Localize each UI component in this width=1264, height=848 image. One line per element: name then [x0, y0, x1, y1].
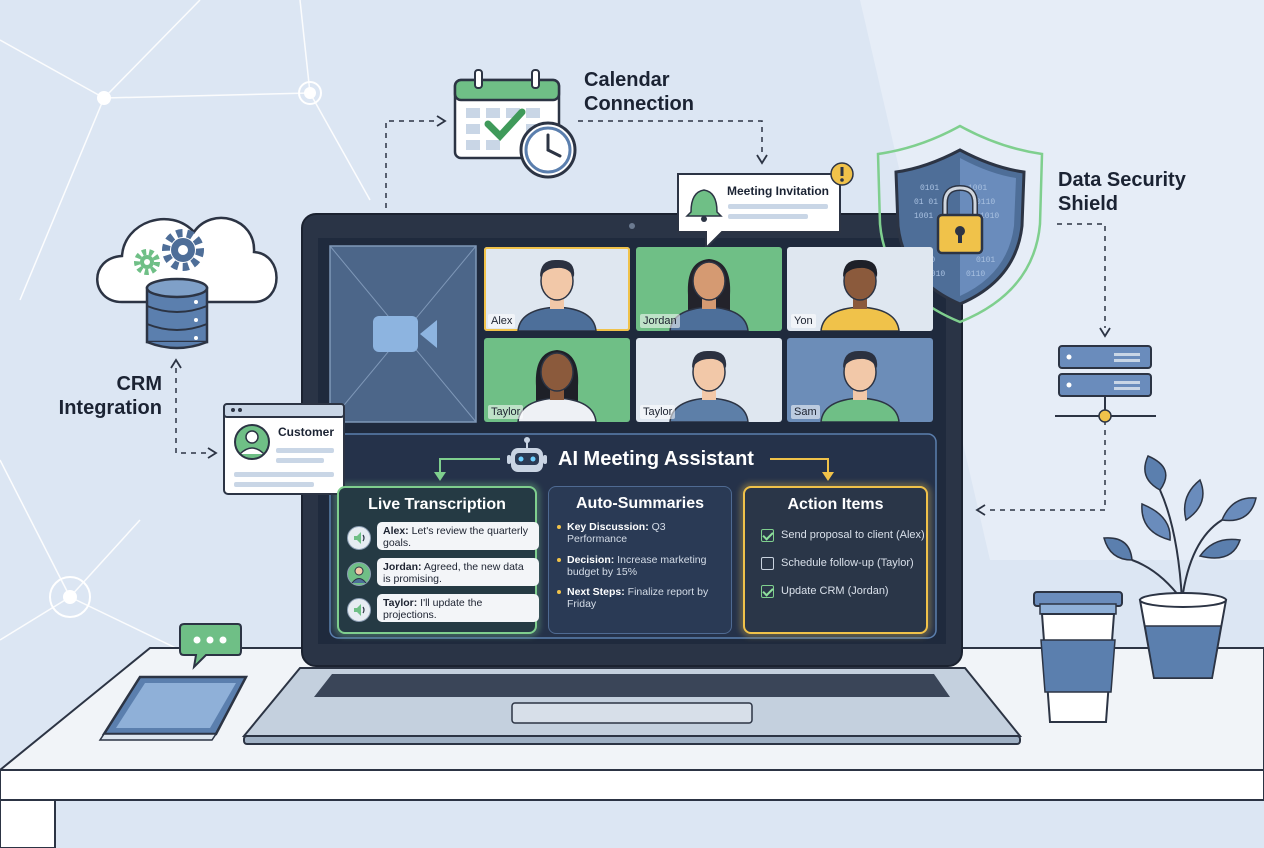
action-items-panel: Action Items Send proposal to client (Al… — [743, 486, 928, 634]
transcript-line: Jordan: Agreed, the new data is promisin… — [377, 558, 539, 586]
plant-icon — [1103, 455, 1257, 679]
transcript-speaker: Taylor: — [383, 597, 418, 609]
padlock-icon — [936, 184, 984, 255]
transcript-text: Let's review the quarterly goals. — [383, 525, 528, 549]
database-icon — [145, 277, 209, 350]
laptop-keyboard — [314, 674, 950, 697]
transcript-line: Taylor: I'll update the projections. — [377, 594, 539, 622]
tablet-icon — [98, 675, 249, 741]
video-tile[interactable]: Alex — [484, 247, 630, 331]
svg-text:01 01: 01 01 — [914, 198, 938, 207]
participant-avatar — [669, 350, 749, 422]
meeting-invitation-title: Meeting Invitation — [727, 184, 829, 198]
desk-front — [0, 769, 1264, 801]
participant-name: Taylor — [488, 405, 524, 419]
network-lines — [0, 0, 371, 651]
assistant-title: AI Meeting Assistant — [558, 448, 754, 470]
video-tile[interactable]: Taylor — [636, 338, 782, 422]
security-label-line-2: Shield — [1058, 193, 1119, 215]
summary-item: Decision: Increase marketing budget by 1… — [567, 554, 727, 578]
summary-label: Next Steps: — [567, 586, 625, 598]
robot-icon — [507, 437, 547, 472]
calendar-connection-label: Calendar Connection — [584, 68, 694, 116]
laptop-trackpad — [511, 702, 753, 724]
svg-text:1010: 1010 — [980, 212, 999, 221]
transcript-text: Agreed, the new data is promising. — [383, 561, 524, 585]
action-item: Send proposal to client (Alex) — [781, 529, 925, 541]
calendar-label-line-2: Connection — [584, 93, 694, 115]
participant-name: Jordan — [640, 314, 680, 328]
server-icon — [1055, 345, 1156, 423]
crm-label-line-2: Integration — [58, 397, 162, 419]
summary-item: Next Steps: Finalize report by Friday — [567, 586, 727, 610]
action-item: Schedule follow-up (Taylor) — [781, 557, 914, 569]
participant-name: Alex — [488, 314, 516, 328]
participant-avatar — [820, 259, 900, 331]
clock-icon — [519, 121, 577, 179]
summary-label: Decision: — [567, 554, 615, 566]
summary-text: Increase marketing budget by 15% — [567, 554, 707, 578]
bullet — [557, 590, 561, 594]
dashed-connectors — [175, 120, 1106, 511]
video-tile[interactable]: Sam — [787, 338, 933, 422]
bell-icon — [685, 189, 723, 217]
gear-icon — [134, 229, 204, 275]
participant-avatar — [517, 350, 597, 422]
video-tile[interactable]: Jordan — [636, 247, 782, 331]
auto-summaries-panel: Auto-Summaries Key Discussion: Q3 Perfor… — [548, 486, 732, 634]
participant-avatar — [820, 350, 900, 422]
svg-text:0110: 0110 — [966, 270, 985, 279]
coffee-cup-icon — [1033, 591, 1123, 723]
bullet — [557, 558, 561, 562]
svg-text:0101: 0101 — [976, 256, 995, 265]
video-tile[interactable]: Yon — [787, 247, 933, 331]
crm-integration-label: CRM Integration — [56, 372, 162, 420]
action-items-title: Action Items — [787, 496, 884, 513]
transcript-speaker: Jordan: — [383, 561, 422, 573]
svg-text:0101: 0101 — [920, 184, 939, 193]
participant-name: Taylor — [640, 405, 676, 419]
action-checkbox[interactable] — [761, 557, 774, 570]
bullet — [557, 525, 561, 529]
action-checkbox[interactable] — [761, 585, 774, 598]
participant-name: Yon — [791, 314, 816, 328]
data-security-label: Data Security Shield — [1058, 168, 1186, 216]
participant-avatar — [517, 259, 597, 331]
speaker-icon — [347, 526, 371, 550]
transcript-speaker: Alex: — [383, 525, 409, 537]
svg-text:0110: 0110 — [976, 198, 995, 207]
chat-bubble-icon — [179, 623, 242, 670]
svg-text:1010: 1010 — [926, 270, 945, 279]
network-nodes — [49, 81, 322, 618]
summary-text: Finalize report by Friday — [567, 586, 709, 610]
summary-text: Q3 Performance — [567, 521, 666, 545]
calendar-label-line-1: Calendar — [584, 69, 670, 91]
participant-name: Sam — [791, 405, 820, 419]
svg-text:1001: 1001 — [914, 212, 933, 221]
transcript-text: I'll update the projections. — [383, 597, 483, 621]
security-label-line-1: Data Security — [1058, 169, 1186, 191]
avatar-icon — [347, 562, 371, 586]
video-tile[interactable]: Taylor — [484, 338, 630, 422]
summary-label: Key Discussion: — [567, 521, 649, 533]
customer-card — [223, 403, 345, 495]
crm-label-line-1: CRM — [116, 373, 162, 395]
action-item: Update CRM (Jordan) — [781, 585, 889, 597]
live-transcription-panel: Live Transcription Alex: Let's review th… — [337, 486, 539, 634]
summary-item: Key Discussion: Q3 Performance — [567, 521, 727, 545]
auto-summaries-title: Auto-Summaries — [575, 495, 705, 512]
meeting-invitation-card — [677, 162, 854, 251]
participant-avatar — [669, 259, 749, 331]
action-checkbox[interactable] — [761, 529, 774, 542]
speaker-icon — [347, 598, 371, 622]
transcript-line: Alex: Let's review the quarterly goals. — [377, 522, 539, 550]
svg-text:1001: 1001 — [968, 184, 987, 193]
customer-card-title: Customer — [278, 425, 335, 439]
video-placeholder — [329, 245, 477, 423]
live-transcription-title: Live Transcription — [368, 496, 506, 513]
